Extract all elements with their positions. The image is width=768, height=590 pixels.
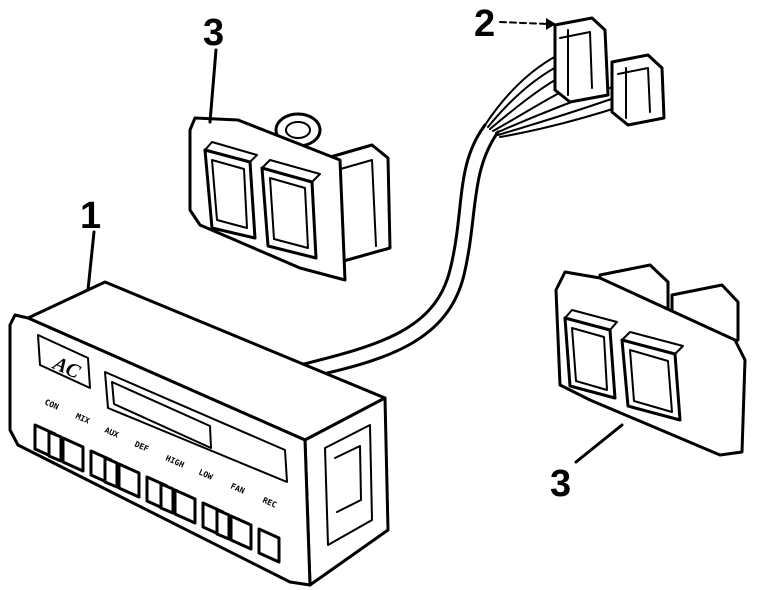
push-button	[173, 488, 197, 525]
callout-3-lower: 3	[550, 463, 571, 505]
push-button	[257, 527, 281, 564]
arrowhead-2	[546, 18, 556, 30]
callouts: 1 2 3 3	[80, 3, 624, 505]
push-button	[159, 482, 175, 515]
window-switch-upper	[188, 112, 392, 282]
push-buttons	[33, 423, 281, 564]
leader-line-3-upper	[208, 48, 218, 124]
window-switch-lower	[554, 263, 747, 457]
wiring-harness	[298, 16, 666, 380]
push-button	[117, 462, 141, 499]
push-button	[47, 430, 63, 463]
push-button	[103, 456, 119, 489]
leader-line-1	[86, 230, 96, 292]
climate-control-unit: AC CON MIX AUX DEF HIGH LOW FAN REC	[8, 280, 390, 587]
callout-3-upper: 3	[203, 12, 224, 54]
callout-1: 1	[80, 195, 101, 237]
push-button	[61, 436, 85, 473]
leader-line-2	[499, 21, 549, 25]
push-button	[215, 508, 231, 541]
leader-line-3-lower	[574, 423, 624, 464]
push-button	[229, 514, 253, 551]
callout-2: 2	[474, 3, 495, 45]
